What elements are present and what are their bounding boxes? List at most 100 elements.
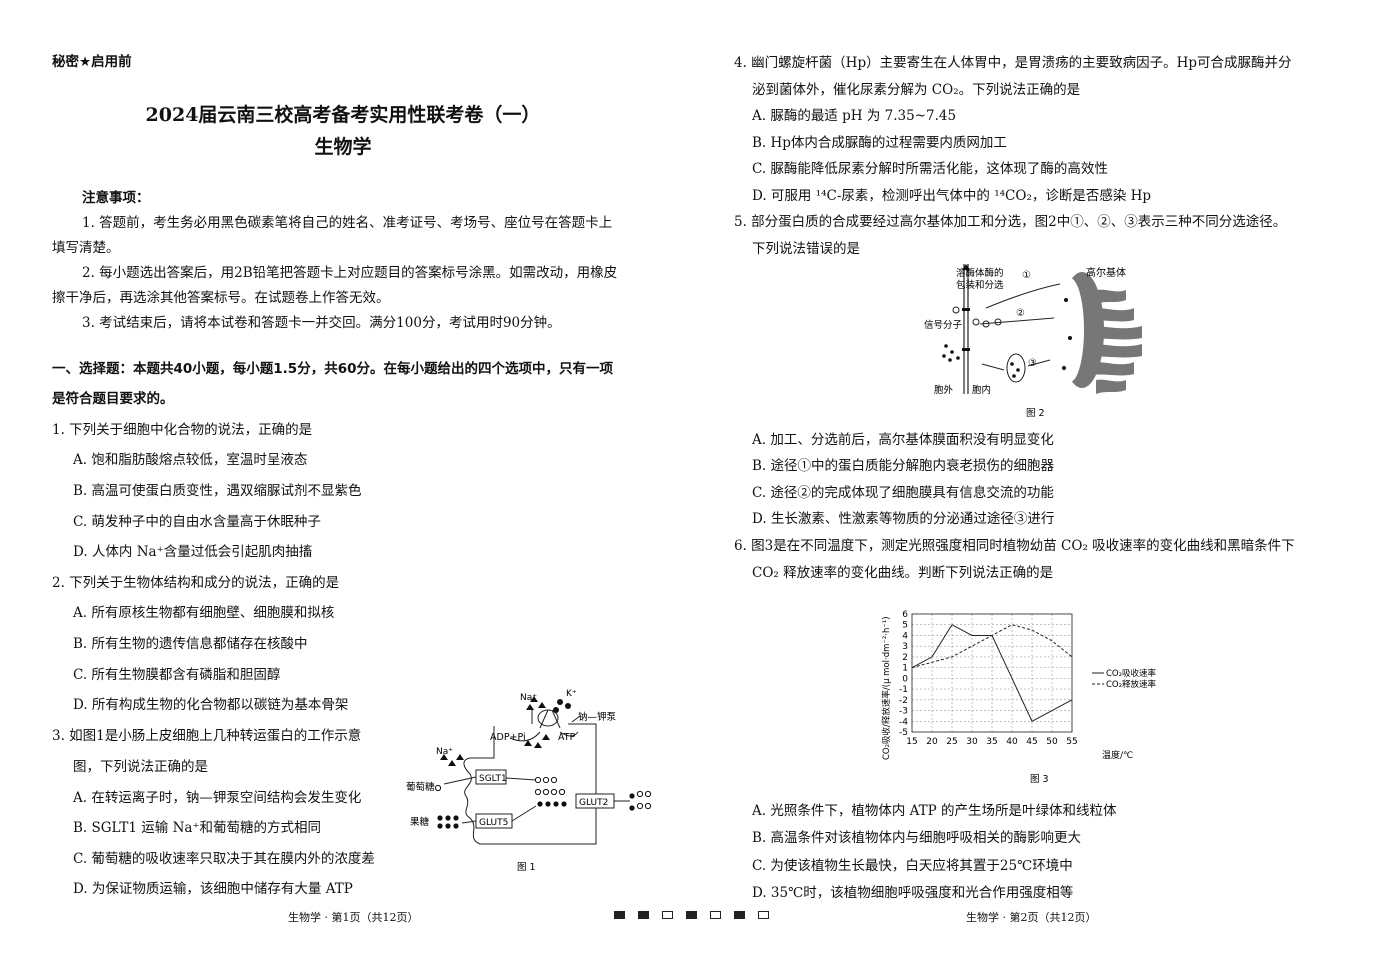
fig1-glut5-label: GLUT5 bbox=[479, 818, 508, 828]
fig2-label-1a: 溶酶体酶的 bbox=[956, 267, 1004, 279]
fig1-pump-label: 钠—钾泵 bbox=[578, 711, 617, 723]
q4-stem-cont: 泌到菌体外，催化尿素分解为 CO₂。下列说法正确的是 bbox=[752, 82, 1081, 98]
notice-line: 填写清楚。 bbox=[52, 240, 120, 256]
chart-legend-absorb: CO₂吸收速率 bbox=[1106, 668, 1157, 679]
fig1-glut2-label: GLUT2 bbox=[579, 798, 608, 808]
q4-option-b: B. Hp体内合成脲酶的过程需要内质网加工 bbox=[752, 135, 1007, 151]
q5-option-b: B. 途径①中的蛋白质能分解胞内衰老损伤的细胞器 bbox=[752, 458, 1055, 474]
q1-option-c: C. 萌发种子中的自由水含量高于休眠种子 bbox=[73, 514, 321, 530]
chart-legend-release: CO₂释放速率 bbox=[1106, 679, 1157, 690]
fig1-caption: 图 1 bbox=[517, 862, 536, 873]
q6-option-c: C. 为使该植物生长最快，白天应将其置于25℃环境中 bbox=[752, 858, 1073, 874]
notice-line: 擦干净后，再选涂其他答案标号。在试题卷上作答无效。 bbox=[52, 290, 390, 306]
q3-stem-cont: 图，下列说法正确的是 bbox=[73, 759, 208, 775]
figure-2-golgi-sorting: 溶酶体酶的 包装和分选 ① ② ③ 高尔基体 信号分子 胞外 胞内 图 2 bbox=[924, 264, 1142, 419]
fig2-golgi-label: 高尔基体 bbox=[1086, 266, 1126, 279]
q1-option-d: D. 人体内 Na⁺含量过低会引起肌肉抽搐 bbox=[73, 544, 313, 560]
figure-3-chart: CO₂吸收/释放速率/(μ mol·dm⁻²·h⁻¹) 温度/℃ CO₂吸收速率… bbox=[881, 610, 1157, 785]
chart-ytick-label: 6 bbox=[902, 610, 908, 620]
fig2-outside-label: 胞外 bbox=[934, 384, 954, 396]
q4-stem: 4. 幽门螺旋杆菌（Hp）主要寄生在人体胃中，是胃溃疡的主要致病因子。Hp可合成… bbox=[734, 55, 1292, 71]
fig2-path-1: ① bbox=[1022, 270, 1031, 281]
footer-mark bbox=[614, 911, 625, 919]
sodium-potassium-pump-icon bbox=[537, 709, 559, 727]
fig1-adp-label: ADP+Pi bbox=[490, 732, 526, 743]
exam-subject: 生物学 bbox=[314, 136, 372, 158]
q3-stem: 3. 如图1是小肠上皮细胞上几种转运蛋白的工作示意 bbox=[52, 728, 362, 744]
q1-option-a: A. 饱和脂肪酸熔点较低，室温时呈液态 bbox=[73, 452, 308, 468]
q4-option-a: A. 脲酶的最适 pH 为 7.35~7.45 bbox=[752, 108, 957, 124]
chart-xtick-label: 55 bbox=[1066, 737, 1077, 747]
chart-xtick-label: 15 bbox=[906, 737, 917, 747]
q2-option-a: A. 所有原核生物都有细胞壁、细胞膜和拟核 bbox=[73, 605, 335, 621]
footer-mark bbox=[686, 911, 697, 919]
chart-ytick-label: 2 bbox=[902, 653, 908, 663]
chart-xtick-label: 50 bbox=[1046, 737, 1058, 747]
section-heading: 一、选择题：本题共40小题，每小题1.5分，共60分。在每小题给出的四个选项中，… bbox=[52, 361, 613, 377]
fig1-na-label: Na⁺ bbox=[520, 693, 537, 703]
q1-option-b: B. 高温可使蛋白质变性，遇双缩脲试剂不显紫色 bbox=[73, 483, 362, 499]
notice-line: 2. 每小题选出答案后，用2B铅笔把答题卡上对应题目的答案标号涂黑。如需改动，用… bbox=[82, 265, 618, 281]
footer-mark bbox=[734, 911, 745, 919]
q6-option-b: B. 高温条件对该植物体内与细胞呼吸相关的酶影响更大 bbox=[752, 830, 1082, 846]
q6-stem-cont: CO₂ 释放速率的变化曲线。判断下列说法正确的是 bbox=[752, 565, 1054, 581]
fig3-caption: 图 3 bbox=[1030, 774, 1049, 785]
section-heading-cont: 是符合题目要求的。 bbox=[52, 391, 174, 407]
chart-plot-frame bbox=[911, 613, 1073, 733]
chart-xtick-label: 40 bbox=[1006, 737, 1018, 747]
q5-option-d: D. 生长激素、性激素等物质的分泌通过途径③进行 bbox=[752, 511, 1055, 527]
chart-xtick-label: 20 bbox=[926, 737, 938, 747]
q4-option-c: C. 脲酶能降低尿素分解时所需活化能，这体现了酶的高效性 bbox=[752, 161, 1108, 177]
fig2-inside-label: 胞内 bbox=[972, 384, 991, 396]
q3-option-d: D. 为保证物质运输，该细胞中储存有大量 ATP bbox=[73, 881, 353, 897]
notice-line: 1. 答题前，考生务必用黑色碳素笔将自己的姓名、准考证号、考场号、座位号在答题卡… bbox=[82, 215, 613, 231]
chart-ytick-label: 0 bbox=[902, 674, 908, 684]
q5-stem-cont: 下列说法错误的是 bbox=[752, 241, 860, 257]
fig2-signal-label: 信号分子 bbox=[924, 319, 963, 331]
q3-option-a: A. 在转运离子时，钠—钾泵空间结构会发生变化 bbox=[73, 790, 362, 806]
chart-ytick-label: -5 bbox=[899, 728, 908, 738]
chart-ytick-label: 3 bbox=[902, 642, 908, 652]
footer-mark bbox=[758, 911, 769, 919]
footer-mark bbox=[710, 911, 721, 919]
fig1-atp-label: ATP bbox=[558, 732, 576, 743]
chart-xtick-label: 35 bbox=[986, 737, 997, 747]
fig1-glucose-label: 葡萄糖 bbox=[406, 781, 435, 793]
chart-series-co2-absorb bbox=[911, 624, 1073, 722]
q6-option-d: D. 35℃时，该植物细胞呼吸强度和光合作用强度相等 bbox=[752, 885, 1074, 901]
chart-xlabel: 温度/℃ bbox=[1102, 749, 1133, 761]
secret-label: 秘密★启用前 bbox=[52, 54, 132, 70]
chart-ytick-label: -3 bbox=[899, 707, 908, 717]
figure-1-transporters: Na⁺ K⁺ 钠—钾泵 ADP+Pi ATP Na⁺ SGLT1 葡萄糖 果糖 … bbox=[406, 689, 652, 873]
notice-line: 3. 考试结束后，请将本试卷和答题卡一并交回。满分100分，考试用时90分钟。 bbox=[82, 315, 561, 331]
page-footer-left: 生物学 · 第1页（共12页） bbox=[288, 911, 419, 924]
fig1-sglt1-label: SGLT1 bbox=[479, 774, 507, 784]
chart-ytick-label: -4 bbox=[899, 717, 908, 727]
footer-mark bbox=[662, 911, 673, 919]
q5-option-a: A. 加工、分选前后，高尔基体膜面积没有明显变化 bbox=[752, 432, 1054, 448]
notice-heading: 注意事项： bbox=[82, 190, 150, 206]
chart-series-co2-release bbox=[911, 624, 1073, 669]
q2-option-d: D. 所有构成生物的化合物都以碳链为基本骨架 bbox=[73, 697, 349, 713]
q6-option-a: A. 光照条件下，植物体内 ATP 的产生场所是叶绿体和线粒体 bbox=[752, 803, 1117, 819]
fig2-label-1b: 包装和分选 bbox=[956, 279, 1004, 291]
chart-xtick-label: 25 bbox=[946, 737, 957, 747]
fig2-caption: 图 2 bbox=[1026, 408, 1045, 419]
q6-stem: 6. 图3是在不同温度下，测定光照强度相同时植物幼苗 CO₂ 吸收速率的变化曲线… bbox=[734, 538, 1295, 554]
fig1-fructose-label: 果糖 bbox=[410, 816, 430, 828]
q1-stem: 1. 下列关于细胞中化合物的说法，正确的是 bbox=[52, 422, 313, 438]
footer-mark bbox=[638, 911, 649, 919]
fig1-na2-label: Na⁺ bbox=[436, 747, 453, 757]
q3-option-c: C. 葡萄糖的吸收速率只取决于其在膜内外的浓度差 bbox=[73, 851, 375, 867]
exam-title: 2024届云南三校高考备考实用性联考卷（一） bbox=[145, 104, 541, 126]
page-footer-right: 生物学 · 第2页（共12页） bbox=[966, 911, 1097, 924]
q5-stem: 5. 部分蛋白质的合成要经过高尔基体加工和分选，图2中①、②、③表示三种不同分选… bbox=[734, 214, 1287, 230]
q3-option-b: B. SGLT1 运输 Na⁺和葡萄糖的方式相同 bbox=[73, 820, 322, 836]
fig2-path-3: ③ bbox=[1028, 358, 1037, 369]
q2-option-c: C. 所有生物膜都含有磷脂和胆固醇 bbox=[73, 667, 281, 683]
fig1-k-label: K⁺ bbox=[566, 689, 577, 699]
chart-xtick-label: 45 bbox=[1026, 737, 1037, 747]
chart-ytick-label: 5 bbox=[902, 621, 908, 631]
chart-ytick-label: 4 bbox=[902, 631, 908, 641]
chart-ytick-label: -1 bbox=[899, 685, 908, 695]
